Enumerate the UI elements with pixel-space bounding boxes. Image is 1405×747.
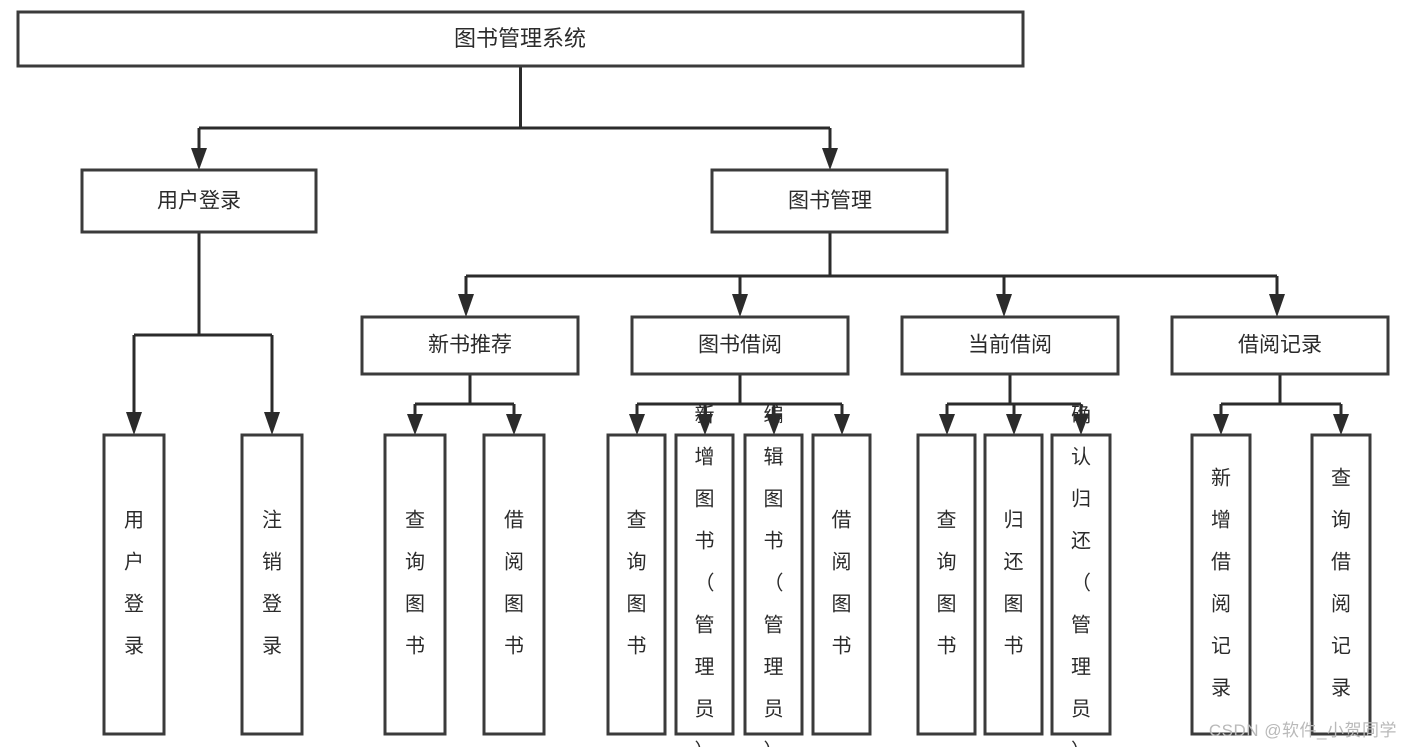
- arrowhead-book-borrow: [732, 294, 748, 317]
- arrowhead-leaf-query-book-2: [629, 414, 645, 435]
- leaf-node[interactable]: 查询图书: [606, 433, 667, 736]
- node-root-label: 图书管理系统: [454, 26, 586, 51]
- leaf-node-label: 编辑图书（管理员）: [764, 404, 784, 747]
- arrowhead-leaf-return-book: [1006, 414, 1022, 435]
- arrowhead-book-mgmt: [822, 148, 838, 170]
- leaf-node[interactable]: 新增图书（管理员）: [674, 404, 735, 747]
- arrowhead-leaf-borrow-book-2: [834, 414, 850, 435]
- arrowhead-leaf-user-login: [126, 412, 142, 435]
- leaf-node-box[interactable]: [983, 433, 1044, 736]
- node-borrow-record[interactable]: 借阅记录: [1170, 315, 1390, 376]
- leaf-node-label: 借阅图书: [504, 509, 524, 658]
- leaf-node-label: 查询图书: [937, 509, 957, 658]
- arrowhead-leaf-query-book-3: [939, 414, 955, 435]
- leaf-node-box[interactable]: [811, 433, 872, 736]
- node-user-login[interactable]: 用户登录: [80, 168, 318, 234]
- leaf-node-label: 查询借阅记录: [1331, 467, 1351, 700]
- leaf-node[interactable]: 借阅图书: [811, 433, 872, 736]
- leaf-node-box[interactable]: [743, 433, 804, 736]
- node-current-borrow[interactable]: 当前借阅: [900, 315, 1120, 376]
- leaf-node-label: 确认归还（管理员）: [1071, 404, 1091, 747]
- leaf-node-box[interactable]: [606, 433, 667, 736]
- arrowhead-user-login: [191, 148, 207, 170]
- leaf-node-label: 注销登录: [262, 509, 282, 658]
- leaf-node-label: 归还图书: [1004, 509, 1024, 658]
- leaf-node-label: 新增借阅记录: [1211, 467, 1231, 700]
- node-new-book-recommend[interactable]: 新书推荐: [360, 315, 580, 376]
- node-new-book-recommend-label: 新书推荐: [428, 334, 512, 357]
- leaf-node-label: 查询图书: [627, 509, 647, 658]
- arrowhead-leaf-add-record: [1213, 414, 1229, 435]
- leaf-node[interactable]: 查询图书: [916, 433, 977, 736]
- node-current-borrow-label: 当前借阅: [968, 334, 1052, 357]
- node-borrow-record-label: 借阅记录: [1238, 334, 1322, 357]
- leaf-node[interactable]: 借阅图书: [482, 433, 546, 736]
- arrowhead-leaf-query-record: [1333, 414, 1349, 435]
- leaf-node[interactable]: 查询借阅记录: [1310, 433, 1372, 736]
- arrowhead-leaf-edit-book: [766, 414, 782, 435]
- leaf-node-label: 用户登录: [124, 510, 144, 658]
- leaf-node[interactable]: 注销登录: [240, 433, 304, 736]
- leaf-node-label: 借阅图书: [832, 509, 852, 658]
- leaf-node[interactable]: 归还图书: [983, 433, 1044, 736]
- node-book-management-box[interactable]: [710, 168, 949, 234]
- connector-layer: [126, 66, 1349, 435]
- leaf-node[interactable]: 确认归还（管理员）: [1050, 404, 1112, 747]
- node-current-borrow-box[interactable]: [900, 315, 1120, 376]
- leaf-node[interactable]: 查询图书: [383, 433, 447, 736]
- node-book-borrow-box[interactable]: [630, 315, 850, 376]
- node-borrow-record-box[interactable]: [1170, 315, 1390, 376]
- leaf-node[interactable]: 新增借阅记录: [1190, 433, 1252, 736]
- leaf-node-box[interactable]: [102, 433, 166, 736]
- arrowhead-borrow-record: [1269, 294, 1285, 317]
- leaf-node-box[interactable]: [383, 433, 447, 736]
- arrowhead-leaf-confirm-return: [1073, 414, 1089, 435]
- node-root[interactable]: 图书管理系统: [16, 10, 1025, 68]
- node-book-borrow[interactable]: 图书借阅: [630, 315, 850, 376]
- node-root-box[interactable]: [16, 10, 1025, 68]
- leaf-node[interactable]: 编辑图书（管理员）: [743, 404, 804, 747]
- leaf-node-label: 查询图书: [405, 509, 425, 658]
- node-new-book-recommend-box[interactable]: [360, 315, 580, 376]
- leaf-node-label: 新增图书（管理员）: [695, 404, 715, 747]
- node-user-login-box[interactable]: [80, 168, 318, 234]
- arrowhead-leaf-add-book: [697, 414, 713, 435]
- node-user-login-label: 用户登录: [157, 190, 241, 213]
- node-book-borrow-label: 图书借阅: [698, 334, 782, 357]
- arrowhead-current-borrow: [996, 294, 1012, 317]
- leaf-node-box[interactable]: [482, 433, 546, 736]
- leaf-node-box[interactable]: [240, 433, 304, 736]
- leaf-node-box[interactable]: [674, 433, 735, 736]
- arrowhead-leaf-logout: [264, 412, 280, 435]
- leaf-node-box[interactable]: [1310, 433, 1372, 736]
- node-book-management[interactable]: 图书管理: [710, 168, 949, 234]
- node-book-management-label: 图书管理: [788, 190, 872, 213]
- leaf-node[interactable]: 用户登录: [102, 433, 166, 736]
- leaf-node-box[interactable]: [916, 433, 977, 736]
- leaf-node-box[interactable]: [1190, 433, 1252, 736]
- arrowhead-leaf-borrow-book-1: [506, 414, 522, 435]
- leaf-node-layer: 用户登录 注销登录 查询图书 借阅图书 查询图书 新增图书（管理员） 编辑图书（管理员） 借阅…: [102, 404, 1372, 747]
- arrowhead-new-book-rec: [458, 294, 474, 317]
- leaf-node-box[interactable]: [1050, 433, 1112, 736]
- arrowhead-leaf-query-book-1: [407, 414, 423, 435]
